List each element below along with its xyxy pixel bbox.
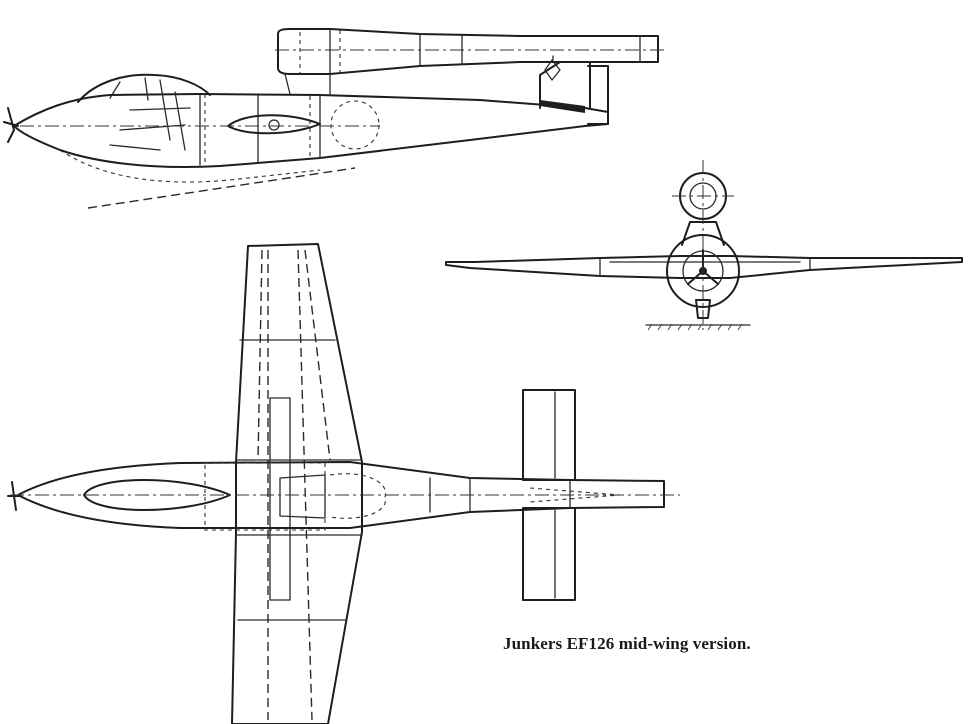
top-view-tailplane-upper — [522, 389, 576, 481]
top-view-wing-spar-dashes — [257, 249, 331, 721]
side-view — [3, 28, 665, 209]
front-view-ground-hatch — [647, 323, 743, 331]
side-view-section-dashes — [204, 94, 311, 165]
side-view-tank-circle — [330, 100, 380, 150]
front-view — [445, 160, 963, 331]
side-view-wing-pivot — [268, 119, 280, 131]
top-view-wing-ribs — [235, 339, 363, 621]
front-view-skid — [695, 299, 711, 319]
top-view — [7, 243, 680, 724]
side-view-rudder — [587, 65, 609, 125]
side-view-fin-root — [540, 100, 585, 113]
side-view-fuselage — [13, 93, 609, 169]
side-view-canopy — [77, 73, 211, 103]
front-view-wing — [445, 255, 963, 279]
top-view-wing — [231, 243, 363, 724]
side-view-fin-detail — [544, 55, 561, 81]
top-view-propeller — [7, 481, 21, 511]
side-view-pulse-jet-dashes — [299, 30, 341, 74]
side-view-pulse-jet — [277, 28, 659, 75]
front-view-wing-detail — [599, 257, 811, 277]
side-view-jet-pylon — [284, 73, 331, 96]
side-view-wing-root — [227, 114, 321, 135]
top-view-spar-detail — [269, 397, 291, 601]
top-view-fuselage — [17, 461, 665, 529]
side-view-ground-line — [87, 167, 356, 209]
top-view-tank — [329, 473, 386, 519]
figure-caption: Junkers EF126 mid-wing version. — [503, 634, 751, 653]
top-view-engine-outline — [279, 474, 326, 519]
side-view-cockpit-detail — [109, 77, 191, 151]
side-view-hidden-line — [59, 149, 321, 183]
top-view-center-section — [204, 462, 326, 531]
top-view-tailplane-lower — [522, 507, 576, 601]
top-view-jet-hidden — [529, 487, 621, 503]
